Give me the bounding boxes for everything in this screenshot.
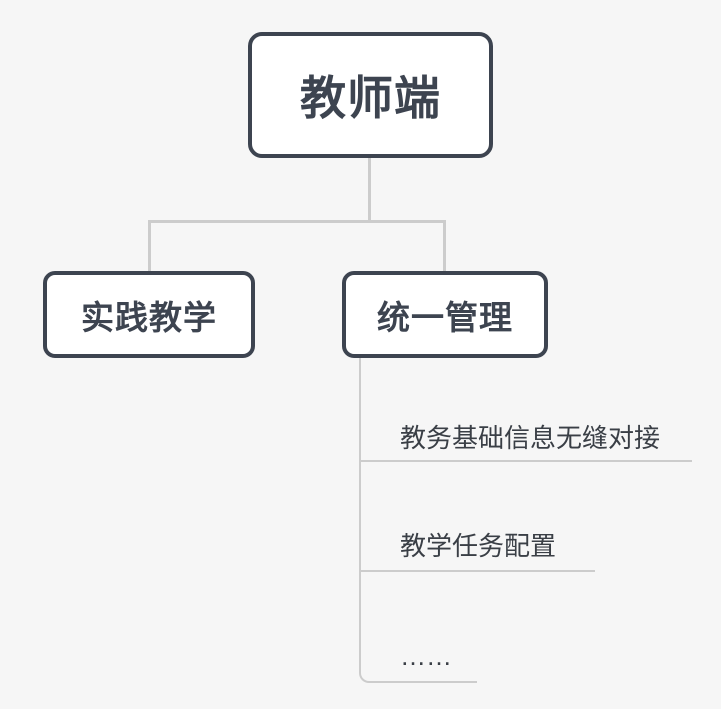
subtopic-item[interactable]: 教学任务配置 [400, 531, 557, 561]
branch-node-practical-teaching[interactable]: 实践教学 [43, 271, 255, 358]
subtopic-underline-1 [359, 460, 692, 462]
connector-left-drop [148, 220, 151, 271]
connector-right-drop [443, 220, 446, 271]
branch-node-label: 统一管理 [377, 298, 513, 336]
root-node[interactable]: 教师端 [248, 32, 493, 158]
connector-branch-elbow [359, 358, 477, 683]
subtopic-underline-2 [359, 570, 595, 572]
connector-horizontal [148, 220, 446, 223]
connector-root-stub [368, 158, 371, 222]
branch-node-unified-management[interactable]: 统一管理 [342, 271, 548, 358]
subtopic-item[interactable]: …… [400, 641, 452, 671]
root-node-label: 教师端 [300, 72, 441, 124]
subtopic-item[interactable]: 教务基础信息无缝对接 [400, 423, 661, 453]
branch-node-label: 实践教学 [81, 298, 217, 336]
